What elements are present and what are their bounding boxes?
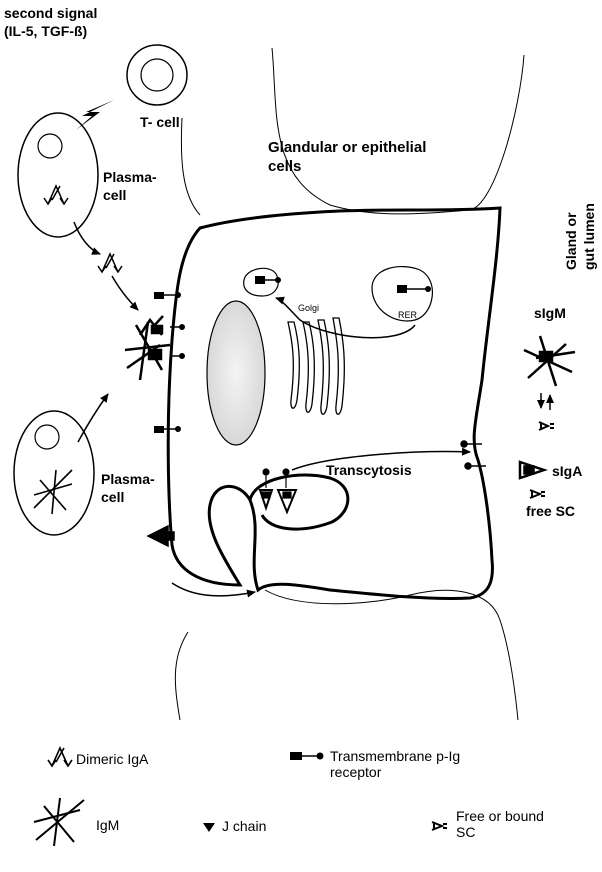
siga-label: sIgA [552, 463, 582, 479]
legend-free-bound-label-1: Free or bound [456, 808, 544, 824]
legend-dimeric-iga-icon [48, 748, 72, 766]
upper-cell-outline [272, 48, 470, 214]
t-cell-label: T- cell [140, 114, 180, 130]
legend-transmembrane-label-2: receptor [330, 764, 382, 780]
golgi-label: Golgi [298, 303, 319, 313]
transcytosis-label: Transcytosis [326, 462, 412, 478]
upper-right-cell-outline [470, 55, 524, 210]
plasma-bottom-label-2: cell [101, 489, 124, 505]
legend-free-bound-label-2: SC [456, 824, 475, 840]
rer-to-golgi-arrow [276, 298, 415, 338]
iga-to-receptor-arrow [112, 276, 138, 310]
secreted-igm-icon [524, 336, 575, 386]
rer-receptor-icon [397, 285, 431, 293]
legend-transmembrane-label-1: Transmembrane p-Ig [330, 748, 460, 764]
legend-dimeric-iga-label: Dimeric IgA [76, 751, 149, 767]
legend: Dimeric IgA Transmembrane p-Ig receptor … [34, 748, 544, 846]
free-sc-label: free SC [526, 503, 575, 519]
secreted-iga-icon [520, 462, 544, 478]
second-signal-label-1: second signal [4, 5, 97, 21]
glandular-label-2: cells [268, 158, 301, 175]
golgi-apparatus [288, 318, 344, 414]
free-sc-small-icon [539, 422, 554, 430]
upper-left-cell-outline [181, 118, 200, 215]
legend-receptor-icon [290, 752, 324, 760]
lower-cell-outline [265, 590, 518, 720]
free-dimeric-iga-icon [98, 254, 122, 272]
plasma-top-label-1: Plasma- [103, 169, 157, 185]
igm-icon [34, 470, 72, 514]
plasma-top-label-2: cell [103, 187, 126, 203]
bound-dimeric-iga-icon [140, 316, 163, 335]
rer-label: RER [398, 310, 418, 320]
legend-igm-label: IgM [96, 817, 119, 833]
igm-secretion-arrow [78, 394, 108, 442]
vesicle-receptor-icon [255, 276, 281, 284]
legend-j-chain-label: J chain [222, 818, 266, 834]
t-cell [127, 45, 187, 105]
second-signal-label-2: (IL-5, TGF-ß) [4, 23, 87, 39]
legend-igm-icon [34, 798, 84, 846]
iga-secretion-arrow [74, 222, 100, 254]
sigm-label: sIgM [534, 305, 566, 321]
dimeric-iga-icon [44, 186, 68, 204]
lumen-label-1: Gland or [563, 212, 579, 270]
legend-free-sc-icon [432, 822, 447, 830]
free-sc-icon [530, 490, 545, 498]
plasma-bottom-label-1: Plasma- [101, 471, 155, 487]
plasma-cell-top [18, 113, 98, 237]
basal-entry-arrow [172, 583, 255, 596]
lower-left-cell-outline [175, 632, 188, 720]
lumen-label-2: gut lumen [581, 203, 597, 270]
glandular-label-1: Glandular or epithelial [268, 139, 426, 156]
plasma-cell-bottom [14, 411, 94, 535]
nucleus [207, 301, 265, 445]
legend-j-chain-icon [203, 823, 215, 832]
